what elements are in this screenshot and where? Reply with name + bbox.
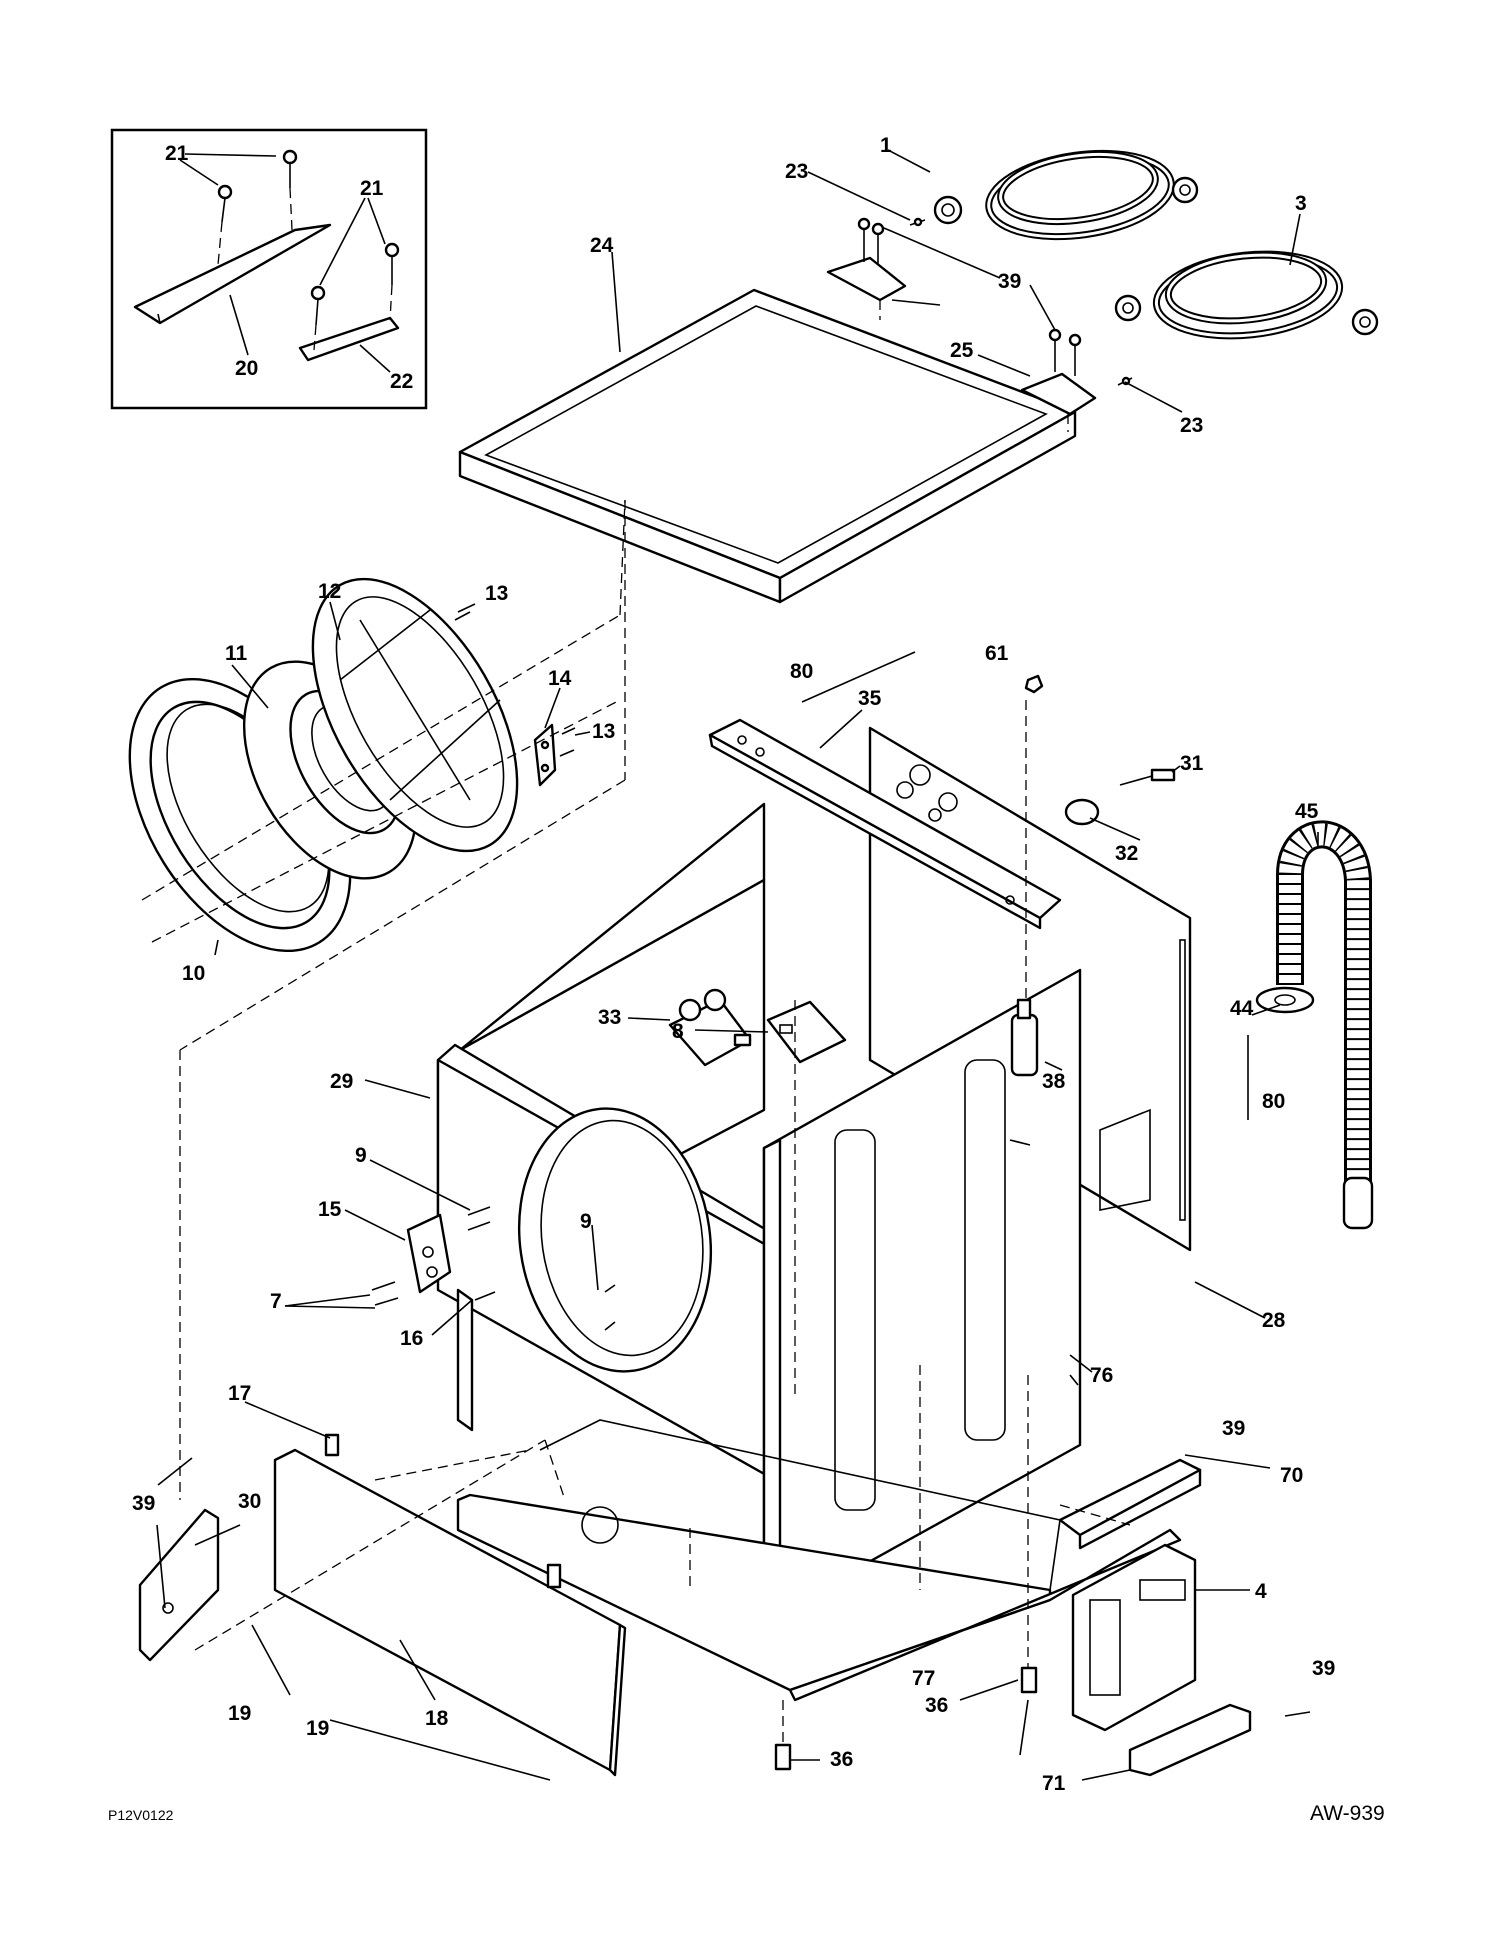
screw-icon xyxy=(857,217,1133,386)
damper-38 xyxy=(1010,674,1044,1077)
door-hinge-14 xyxy=(533,723,557,787)
inlet-hose-1 xyxy=(933,149,1199,241)
kick-panel-18 xyxy=(273,1448,627,1777)
callout-31: 31 xyxy=(1180,752,1204,775)
screw-icon xyxy=(454,611,576,757)
callout-28: 28 xyxy=(1262,1309,1286,1332)
callout-24: 24 xyxy=(590,234,614,257)
callout-23: 23 xyxy=(1180,414,1203,437)
bracket-30 xyxy=(138,1508,220,1662)
callout-9: 9 xyxy=(355,1144,367,1167)
callout-13: 13 xyxy=(592,720,615,743)
callout-14: 14 xyxy=(548,667,572,690)
front-panel-29 xyxy=(436,1043,777,1482)
callout-10: 10 xyxy=(182,962,205,985)
callout-23: 23 xyxy=(785,160,808,183)
callout-11: 11 xyxy=(225,642,248,665)
control-board-4 xyxy=(1071,1543,1197,1732)
callout-13: 13 xyxy=(485,582,508,605)
callout-39: 39 xyxy=(1222,1417,1245,1440)
callout-18: 18 xyxy=(425,1707,449,1730)
cross-brace-35 xyxy=(708,718,1062,930)
bracket-20 xyxy=(133,223,332,325)
washer-44 xyxy=(1255,986,1315,1014)
callout-1: 1 xyxy=(880,134,892,157)
thermostat-32 xyxy=(1064,798,1100,826)
callout-32: 32 xyxy=(1115,842,1138,865)
callout-7: 7 xyxy=(270,1290,282,1313)
callout-9: 9 xyxy=(580,1210,592,1233)
bracket-70 xyxy=(1058,1458,1202,1550)
hinge-15 xyxy=(406,1213,452,1294)
callout-22: 22 xyxy=(390,370,413,393)
callout-33: 33 xyxy=(598,1006,621,1029)
bracket-71 xyxy=(1128,1703,1252,1777)
callout-36: 36 xyxy=(925,1694,948,1717)
base-frame-77 xyxy=(456,1419,1182,1702)
callout-61: 61 xyxy=(985,642,1009,665)
callout-30: 30 xyxy=(238,1490,261,1513)
drawing-number: AW-939 xyxy=(1310,1802,1385,1825)
callout-76: 76 xyxy=(1090,1364,1113,1387)
callout-20: 20 xyxy=(235,357,258,380)
hinge-bracket-25 xyxy=(826,256,1097,432)
callout-44: 44 xyxy=(1230,997,1254,1020)
inlet-hose-3 xyxy=(1114,250,1379,340)
callout-4: 4 xyxy=(1255,1580,1267,1603)
door-lock-8 xyxy=(766,1000,847,1064)
water-valve-33 xyxy=(668,988,752,1067)
top-panel-24 xyxy=(458,288,1077,604)
callout-39: 39 xyxy=(132,1492,155,1515)
leveling-foot-icon xyxy=(774,1666,1038,1771)
callout-16: 16 xyxy=(400,1327,423,1350)
right-side-panel-76 xyxy=(762,968,1082,1622)
inset-box xyxy=(110,128,428,410)
callout-19: 19 xyxy=(228,1702,251,1725)
foot-17 xyxy=(324,1433,562,1589)
callout-38: 38 xyxy=(1042,1070,1066,1093)
callout-70: 70 xyxy=(1280,1464,1303,1487)
screw-icon xyxy=(217,149,400,326)
callout-29: 29 xyxy=(330,1070,353,1093)
callout-45: 45 xyxy=(1295,800,1319,823)
callout-77: 77 xyxy=(912,1667,935,1690)
callout-25: 25 xyxy=(950,339,974,362)
callout-35: 35 xyxy=(858,687,882,710)
callout-8: 8 xyxy=(672,1020,684,1043)
strap-22 xyxy=(298,316,400,362)
callout-39: 39 xyxy=(998,270,1021,293)
callout-12: 12 xyxy=(318,580,341,603)
callout-36: 36 xyxy=(830,1748,853,1771)
door-inner-12 xyxy=(311,577,519,853)
fuse-31 xyxy=(1119,768,1176,786)
callout-21: 21 xyxy=(165,142,189,165)
callout-21: 21 xyxy=(360,177,384,200)
callout-3: 3 xyxy=(1295,192,1307,215)
callout-19: 19 xyxy=(306,1717,329,1740)
callout-17: 17 xyxy=(228,1382,251,1405)
callout-80: 80 xyxy=(1262,1090,1285,1113)
drain-hose-45 xyxy=(1276,820,1374,1230)
callout-71: 71 xyxy=(1042,1772,1066,1795)
footer-code: P12V0122 xyxy=(108,1807,174,1823)
callout-labels: 21 21 20 22 1 23 3 24 39 25 23 12 13 11 … xyxy=(132,134,1335,1795)
callout-15: 15 xyxy=(318,1198,342,1221)
screw-icon xyxy=(371,1206,616,1331)
callout-39: 39 xyxy=(1312,1657,1335,1680)
callout-80: 80 xyxy=(790,660,813,683)
